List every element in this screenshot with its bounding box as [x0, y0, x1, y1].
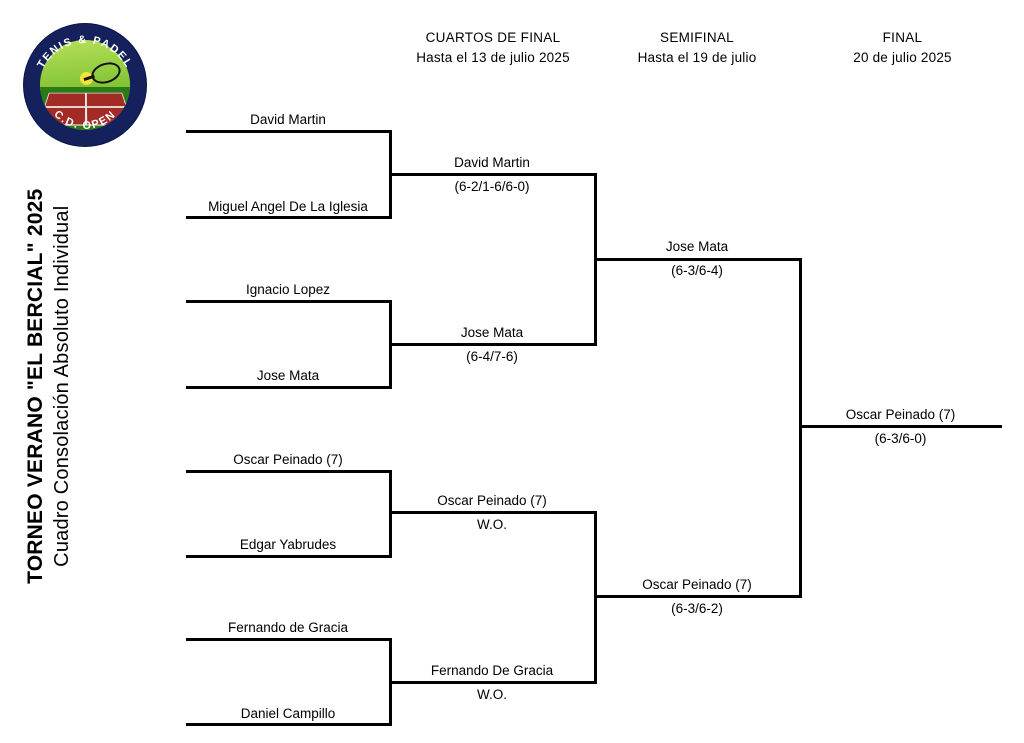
round-title-semifinal: SEMIFINAL [660, 30, 734, 45]
player-line-8 [186, 723, 392, 726]
player-slot-3: Ignacio Lopez [245, 282, 331, 297]
round-date-quarterfinals: Hasta el 13 de julio 2025 [416, 49, 570, 65]
qf-winner-1: David Martin [454, 155, 530, 170]
player-line-6 [186, 555, 392, 558]
sf-line-1 [594, 258, 802, 261]
qf-score-2: (6-4/7-6) [466, 349, 518, 364]
player-line-5 [186, 470, 392, 473]
round-header-semifinal: SEMIFINAL Hasta el 19 de julio [592, 28, 802, 67]
qf-line-1 [389, 173, 597, 176]
sf-winner-2: Oscar Peinado (7) [642, 577, 752, 592]
qf-winner-3: Oscar Peinado (7) [437, 493, 547, 508]
qf-winner-2: Jose Mata [460, 325, 524, 340]
qf-line-3 [389, 511, 597, 514]
player-line-2 [186, 216, 392, 219]
qf-score-1: (6-2/1-6/6-0) [454, 179, 530, 194]
logo-court-illustration [40, 40, 130, 130]
player-slot-4: Jose Mata [256, 368, 320, 383]
player-line-1 [186, 130, 392, 133]
page-title: TORNEO VERANO "EL BERCIAL" 2025 Cuadro C… [23, 151, 75, 621]
qf-score-4: W.O. [477, 687, 507, 702]
connector-sf-match-final [799, 258, 802, 598]
qf-line-2 [389, 343, 597, 346]
sf-score-1: (6-3/6-4) [671, 263, 723, 278]
player-slot-7: Fernando de Gracia [227, 620, 349, 635]
draw-subtitle: Cuadro Consolación Absoluto Individual [50, 205, 73, 567]
sf-score-2: (6-3/6-2) [671, 601, 723, 616]
player-line-3 [186, 300, 392, 303]
qf-score-3: W.O. [477, 517, 507, 532]
player-slot-1: David Martin [250, 112, 326, 127]
round-title-quarterfinals: CUARTOS DE FINAL [425, 30, 561, 45]
sf-line-2 [594, 595, 802, 598]
round-title-final: FINAL [882, 30, 923, 45]
logo-court-surface [40, 92, 130, 126]
player-slot-6: Edgar Yabrudes [239, 537, 337, 552]
player-slot-5: Oscar Peinado (7) [233, 452, 343, 467]
tournament-name: TORNEO VERANO "EL BERCIAL" 2025 [23, 188, 47, 584]
sf-winner-1: Jose Mata [665, 239, 729, 254]
qf-line-4 [389, 681, 597, 684]
round-date-final: 20 de julio 2025 [853, 49, 952, 65]
player-line-4 [186, 386, 392, 389]
round-date-semifinal: Hasta el 19 de julio [637, 49, 757, 65]
round-header-quarterfinals: CUARTOS DE FINAL Hasta el 13 de julio 20… [378, 28, 608, 67]
qf-winner-4: Fernando De Gracia [430, 663, 554, 678]
final-score: (6-3/6-0) [874, 431, 927, 446]
connector-r1-match-3 [389, 470, 392, 558]
player-line-7 [186, 638, 392, 641]
final-line [799, 425, 1002, 428]
club-logo: TENIS & PADEL C.D. OPEN [24, 24, 146, 146]
player-slot-8: Daniel Campillo [240, 706, 336, 721]
player-slot-2: Miguel Angel De La Iglesia [208, 199, 368, 214]
champion-name: Oscar Peinado (7) [845, 407, 956, 422]
round-header-final: FINAL 20 de julio 2025 [800, 28, 1005, 67]
